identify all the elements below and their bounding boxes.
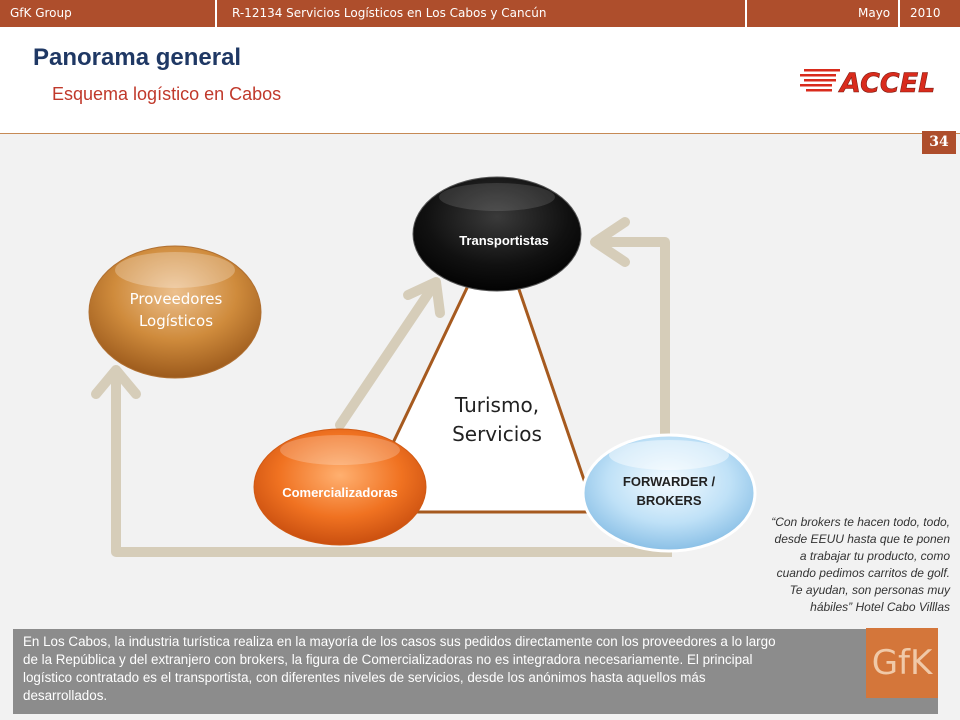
highlight	[280, 435, 400, 465]
gfk-logo: GfK	[866, 628, 938, 698]
highlight	[115, 252, 235, 288]
summary-line: logístico contratado es el transportista…	[23, 670, 706, 685]
center-label-line2: Servicios	[452, 422, 542, 446]
logo-text: ACCEL	[838, 68, 935, 99]
quote-line: a trabajar tu producto, como	[799, 549, 950, 563]
arrow-to-proveedores	[111, 372, 672, 557]
center-triangle	[357, 221, 598, 514]
arrow-comercializadoras-to-transportistas	[335, 283, 437, 430]
center-label-line1: Turismo,	[454, 393, 539, 417]
page-subtitle: Esquema logístico en Cabos	[52, 84, 282, 104]
arrowhead-diagonal	[403, 277, 445, 318]
transportistas-label: Transportistas	[459, 233, 549, 248]
forwarder-label-line2: BROKERS	[636, 493, 701, 508]
arrowhead-transportistas	[590, 217, 630, 267]
node-forwarder	[581, 433, 757, 553]
header	[0, 29, 960, 134]
node-comercializadoras	[253, 428, 427, 546]
year-label: 2010	[910, 6, 941, 20]
comercializadoras-label: Comercializadoras	[282, 485, 398, 500]
highlight	[609, 440, 729, 470]
divider	[215, 0, 217, 27]
divider	[745, 0, 747, 27]
month-label: Mayo	[858, 6, 891, 20]
testimonial-quote: “Con brokers te hacen todo, todo, desde …	[718, 514, 950, 616]
summary-line: desarrollados.	[23, 688, 108, 703]
node-transportistas	[412, 176, 582, 292]
project-label: R-12134 Servicios Logísticos en Los Cabo…	[232, 6, 547, 20]
quote-line: “Con brokers te hacen todo, todo,	[771, 515, 950, 529]
proveedores-label-line1: Proveedores	[130, 290, 223, 308]
divider	[898, 0, 900, 27]
quote-line: cuando pedimos carritos de golf.	[776, 566, 950, 580]
summary-line: de la República y del extranjero con bro…	[23, 652, 753, 667]
summary-line: En Los Cabos, la industria turística rea…	[23, 634, 776, 649]
node-proveedores	[88, 245, 262, 379]
quote-line: Te ayudan, son personas muy	[789, 583, 950, 597]
proveedores-label-line2: Logísticos	[139, 312, 213, 330]
arrow-forwarder-to-transportistas	[595, 237, 670, 445]
quote-line: desde EEUU hasta que te ponen	[774, 532, 950, 546]
summary-text: En Los Cabos, la industria turística rea…	[23, 633, 923, 705]
company-label: GfK Group	[10, 6, 72, 20]
summary-box	[13, 629, 938, 714]
top-bar: GfK Group R-12134 Servicios Logísticos e…	[0, 0, 960, 27]
quote-line: hábiles” Hotel Cabo Villlas	[810, 600, 950, 614]
accel-logo: ACCEL	[800, 68, 936, 99]
highlight	[439, 183, 555, 211]
page-number: 34	[922, 131, 956, 154]
page-title: Panorama general	[33, 44, 242, 71]
arrowhead-proveedores	[91, 365, 141, 399]
forwarder-label-line1: FORWARDER /	[623, 474, 716, 489]
